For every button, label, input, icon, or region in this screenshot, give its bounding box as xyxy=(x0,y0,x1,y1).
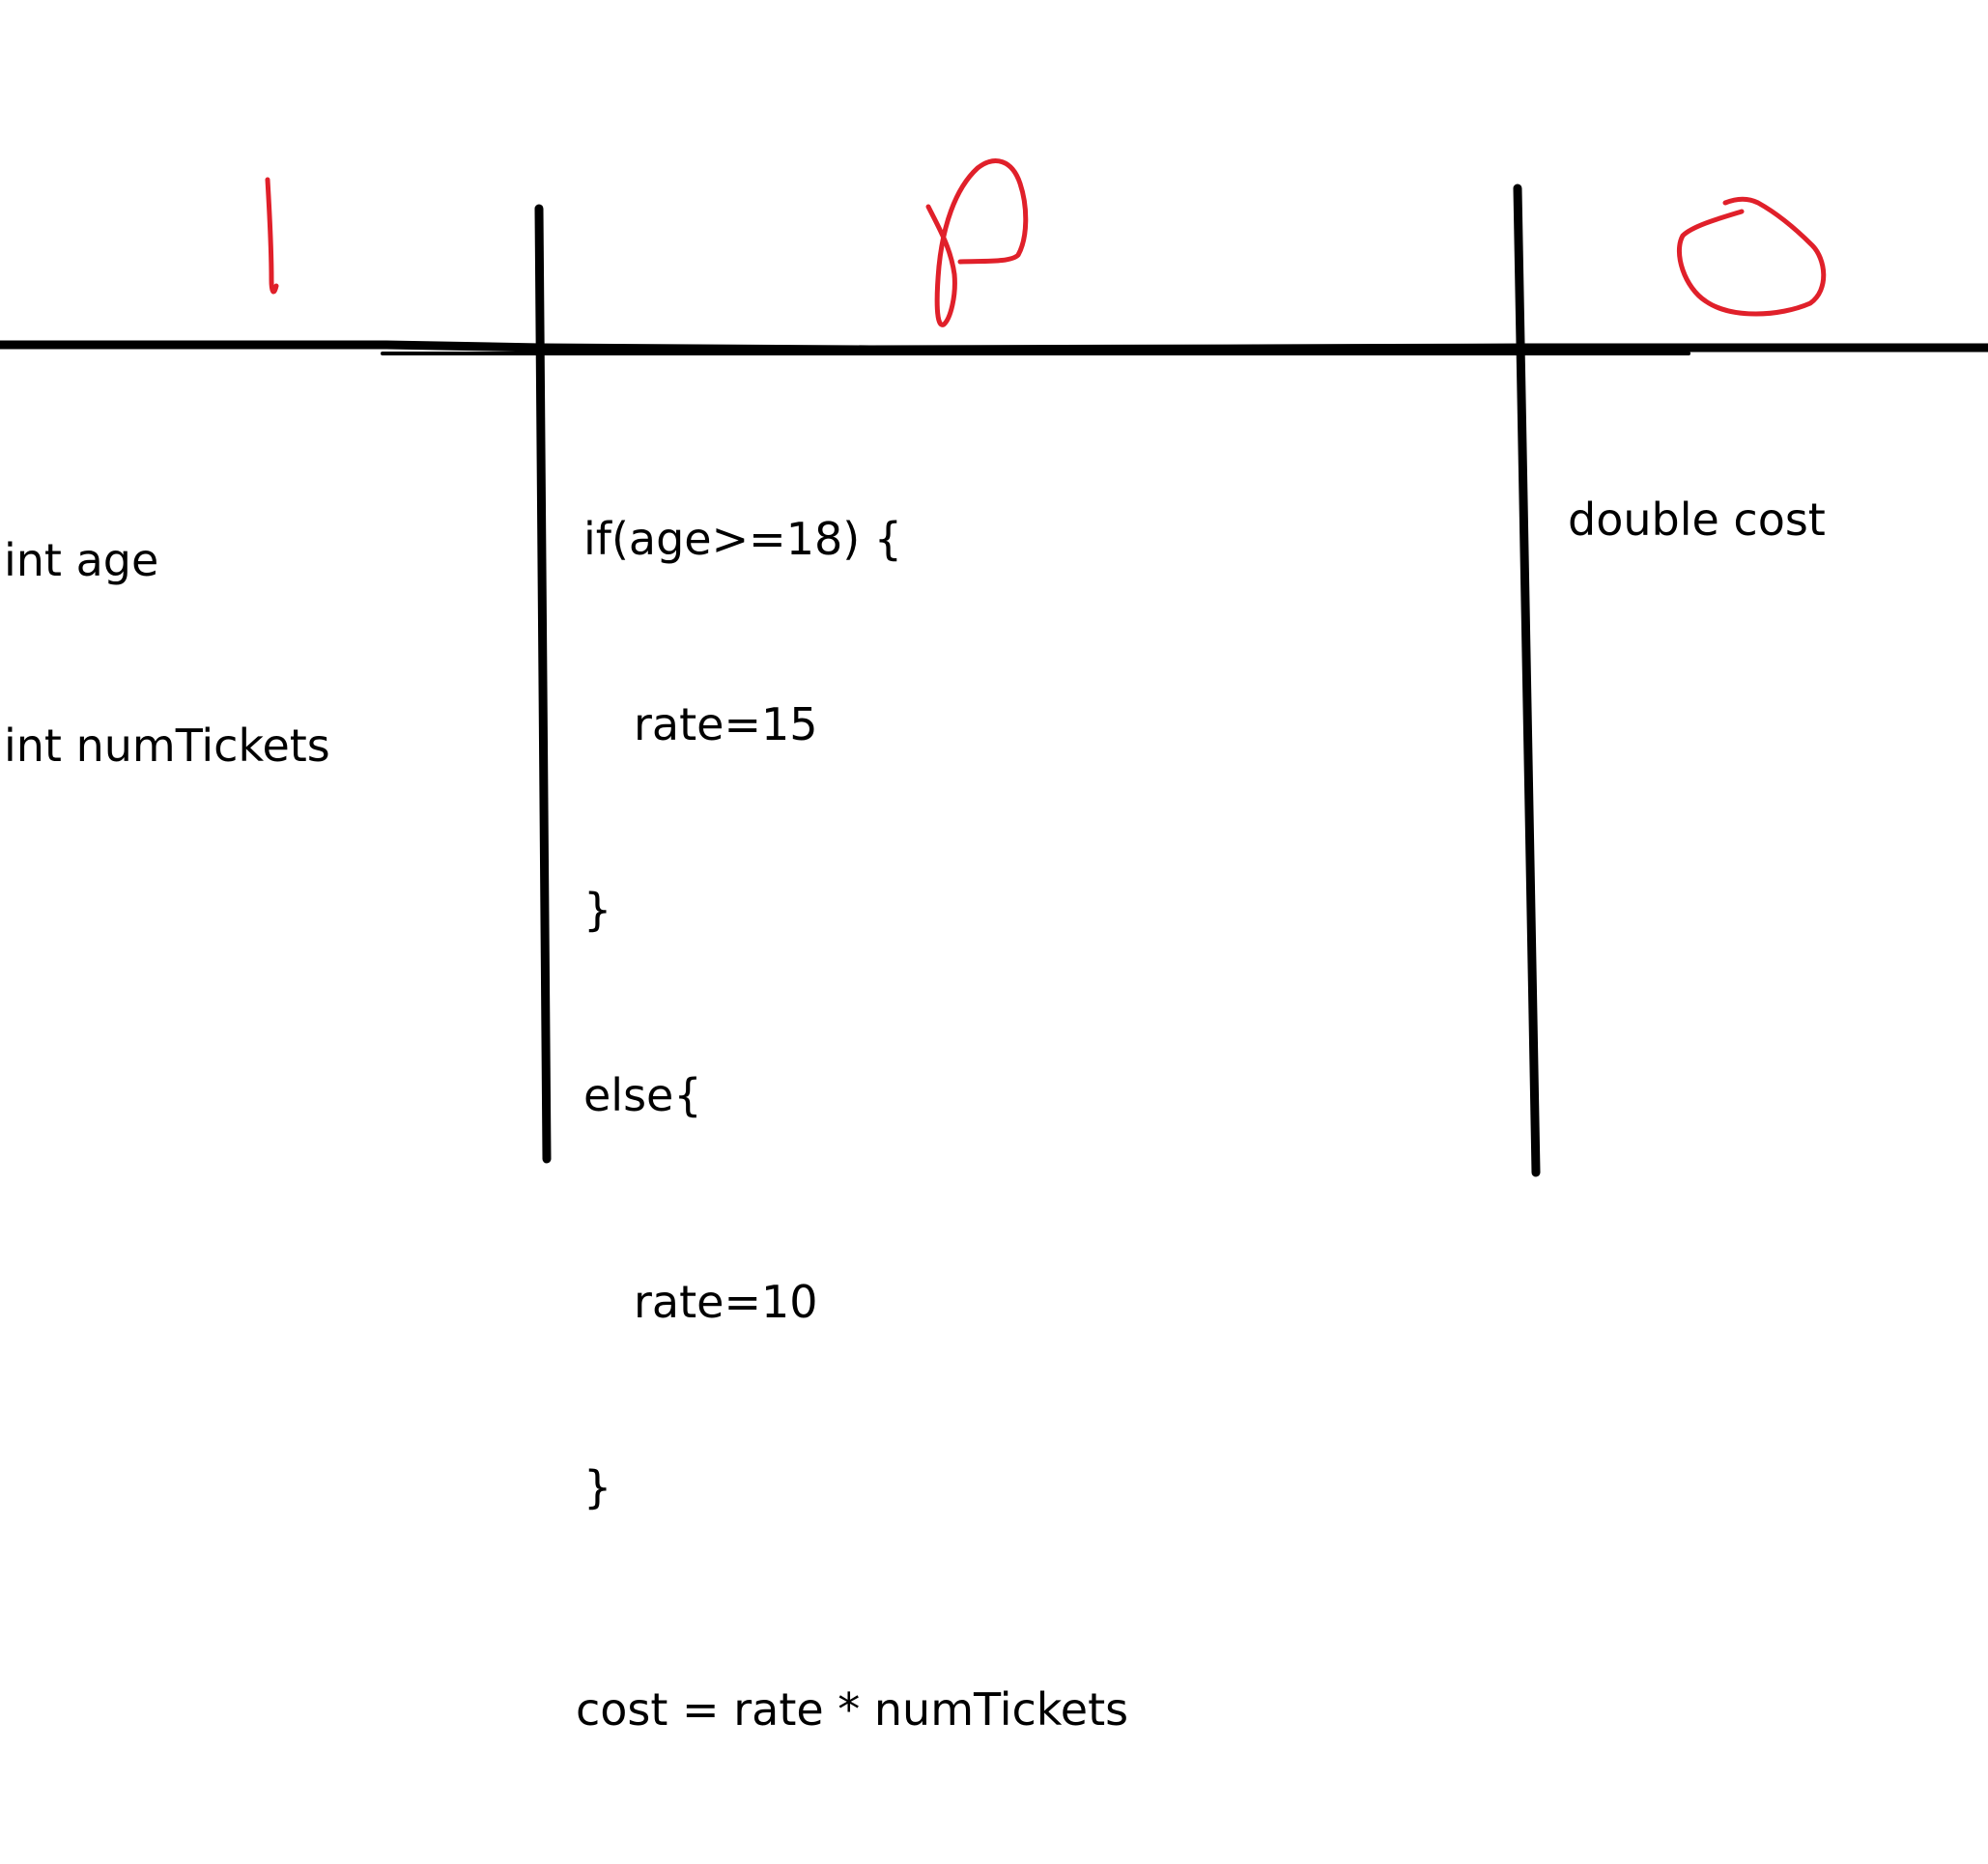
output-line: double cost xyxy=(1568,494,1826,546)
whiteboard-canvas: int age int numTickets if(age>=18) { rat… xyxy=(0,158,1988,1736)
ipo-chart-drawing xyxy=(0,158,1988,1177)
header-divider-line xyxy=(0,340,1988,355)
process-line: cost = rate * numTickets xyxy=(576,1683,1129,1736)
process-column-text: if(age>=18) { rate=15 } else{ rate=10 } … xyxy=(576,384,1128,1864)
output-header-glyph xyxy=(1677,196,1827,317)
process-line: rate=10 xyxy=(634,1276,818,1328)
column-divider-right xyxy=(1513,184,1541,1177)
process-line: rate=15 xyxy=(634,698,818,750)
process-line: } xyxy=(583,1461,612,1513)
process-line: } xyxy=(583,884,612,936)
output-column-text: double cost xyxy=(1568,365,1826,674)
input-header-glyph xyxy=(265,177,279,295)
process-line: if(age>=18) { xyxy=(583,513,903,565)
input-line: int numTickets xyxy=(4,720,330,772)
column-divider-left xyxy=(534,204,552,1164)
process-header-glyph xyxy=(925,158,1029,327)
input-column-text: int age int numTickets xyxy=(4,406,330,900)
input-line: int age xyxy=(4,534,159,586)
process-line: else{ xyxy=(583,1069,702,1121)
